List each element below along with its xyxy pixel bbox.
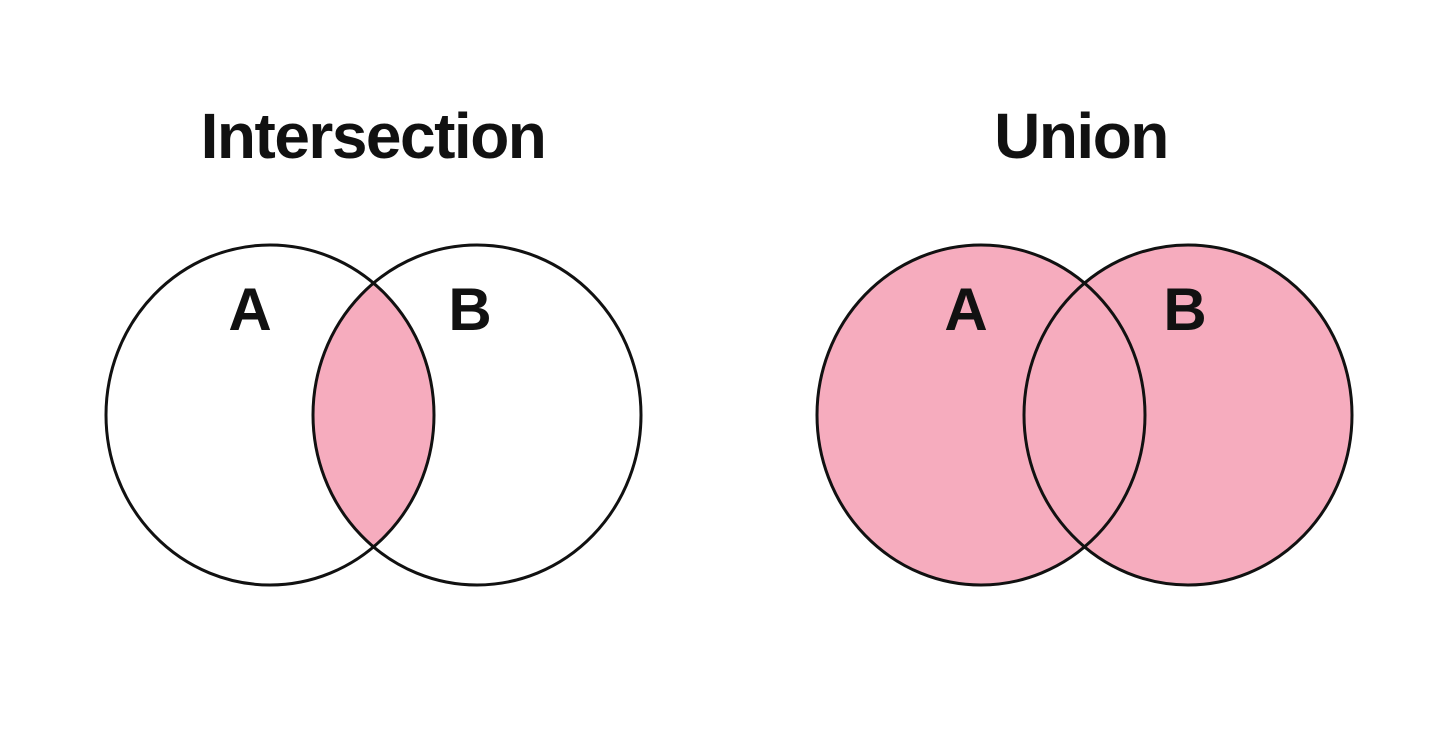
union-title: Union xyxy=(994,100,1168,172)
intersection-set-a-label: A xyxy=(228,276,271,343)
intersection-highlight-region xyxy=(312,283,435,547)
intersection-set-b-circle xyxy=(311,243,643,587)
union-set-b-circle xyxy=(1022,243,1354,587)
intersection-title: Intersection xyxy=(201,100,546,172)
union-set-b-label: B xyxy=(1163,276,1206,343)
intersection-diagram: Intersection A B xyxy=(104,100,643,587)
intersection-set-b-label: B xyxy=(448,276,491,343)
intersection-set-a-circle xyxy=(104,243,436,587)
union-set-a-circle xyxy=(815,243,1147,587)
union-set-a-label: A xyxy=(944,276,987,343)
union-set-b-fill xyxy=(1024,245,1352,585)
union-diagram: Union A B xyxy=(815,100,1354,587)
